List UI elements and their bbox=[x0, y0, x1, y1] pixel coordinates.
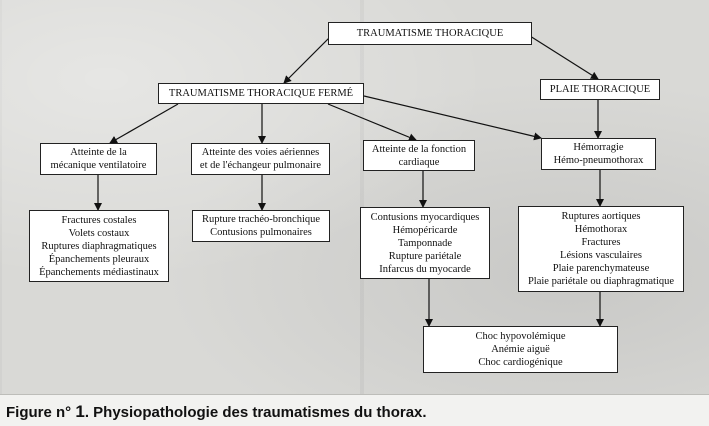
figure-caption: Figure n° 1. Physiopathologie des trauma… bbox=[6, 402, 427, 422]
node-line: Hémothorax bbox=[574, 224, 628, 235]
node-line: Atteinte de la bbox=[70, 147, 127, 158]
node-line: Lésions vasculaires bbox=[560, 250, 642, 261]
node-line: Volets costaux bbox=[68, 227, 130, 239]
airway-node: Atteinte des voies aériennes et de l'écha… bbox=[191, 143, 330, 175]
node-line: Épanchements pleuraux bbox=[48, 253, 150, 265]
node-line: Plaie parenchymateuse bbox=[552, 263, 650, 274]
caption-prefix: Figure n° bbox=[6, 404, 72, 421]
node-line: Hémorragie bbox=[573, 142, 624, 153]
node-line: TRAUMATISME THORACIQUE bbox=[356, 28, 504, 39]
node-line: PLAIE THORACIQUE bbox=[549, 84, 651, 95]
caption-number: 1 bbox=[75, 402, 85, 421]
closed-trauma-node: TRAUMATISME THORACIQUE FERMÉ bbox=[158, 83, 364, 104]
root-node: TRAUMATISME THORACIQUE bbox=[328, 22, 532, 45]
diagram-panel: TRAUMATISME THORACIQUE TRAUMATISME THORA… bbox=[0, 0, 709, 395]
node-line: Rupture trachéo-bronchique bbox=[201, 214, 321, 225]
node-line: Hémopéricarde bbox=[392, 224, 458, 236]
node-line: Ruptures aortiques bbox=[561, 211, 641, 222]
arrow-closed-to-cardiac bbox=[327, 103, 417, 142]
node-line: Épanchements médiastinaux bbox=[39, 266, 159, 278]
node-line: Contusions myocardiques bbox=[370, 211, 480, 223]
caption-text: . Physiopathologie des traumatismes du t… bbox=[84, 404, 427, 421]
node-line: TRAUMATISME THORACIQUE FERMÉ bbox=[168, 88, 354, 99]
node-line: cardiaque bbox=[398, 156, 440, 168]
node-line: Atteinte des voies aériennes bbox=[201, 147, 320, 158]
node-line: Atteinte de la fonction bbox=[371, 143, 467, 155]
open-wound-node: PLAIE THORACIQUE bbox=[540, 79, 660, 100]
arrow-closed-to-hemorrhage bbox=[363, 95, 542, 141]
node-line: Rupture pariétale bbox=[388, 250, 462, 262]
node-line: Fractures bbox=[581, 237, 621, 248]
node-line: Fractures costales bbox=[61, 214, 137, 226]
node-line: Anémie aiguë bbox=[491, 344, 550, 355]
node-line: Plaie pariétale ou diaphragmatique bbox=[527, 276, 675, 287]
node-line: Tamponnade bbox=[397, 237, 453, 249]
node-line: et de l'échangeur pulmonaire bbox=[199, 160, 322, 171]
arrow-root-to-open bbox=[529, 35, 599, 80]
arrow-closed-to-ventilatory bbox=[109, 103, 179, 144]
node-line: Choc hypovolémique bbox=[475, 331, 566, 342]
node-line: Contusions pulmonaires bbox=[210, 227, 312, 238]
node-line: Choc cardiogénique bbox=[478, 357, 563, 368]
node-line: mécanique ventilatoire bbox=[50, 160, 147, 171]
ventilatory-node: Atteinte de la mécanique ventilatoire bbox=[40, 143, 157, 175]
node-line: Hémo-pneumothorax bbox=[553, 155, 644, 166]
node-line: Ruptures diaphragmatiques bbox=[41, 240, 157, 252]
arrow-root-to-closed bbox=[283, 36, 331, 84]
node-line: Infarcus du myocarde bbox=[379, 263, 471, 275]
